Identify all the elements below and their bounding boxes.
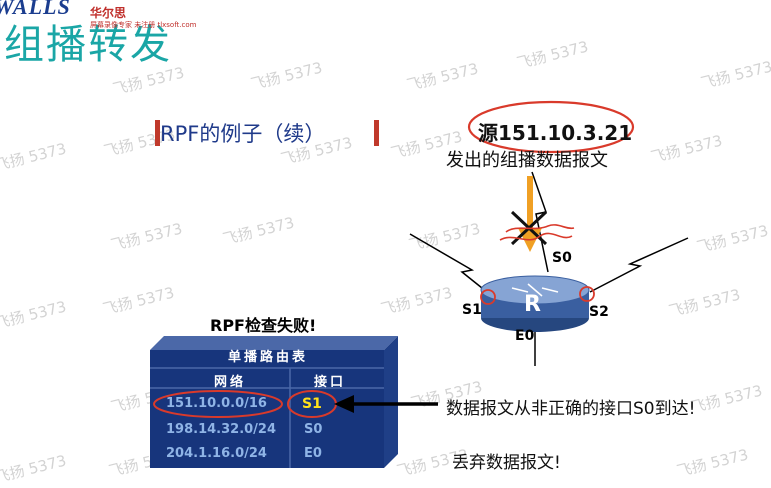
table-cell-interface: S0 bbox=[304, 422, 323, 437]
table-front-face bbox=[150, 350, 384, 468]
table-cell-interface: E0 bbox=[304, 446, 322, 461]
router-name: R bbox=[524, 292, 541, 317]
section-title: RPF的例子（续） bbox=[160, 122, 326, 146]
s2-highlight bbox=[579, 286, 595, 302]
link-s0 bbox=[531, 171, 549, 273]
red-scribble bbox=[499, 232, 573, 241]
table-cell-interface: S1 bbox=[302, 396, 322, 412]
table-header-interface: 接口 bbox=[313, 375, 346, 390]
table-side-face bbox=[384, 336, 398, 468]
title-bar-left bbox=[155, 120, 160, 146]
table-cell-network: 151.10.0.0/16 bbox=[166, 396, 267, 411]
table-header-network: 网络 bbox=[213, 375, 246, 390]
page-title: 组播转发 bbox=[4, 22, 172, 68]
pointer-arrowhead bbox=[334, 395, 354, 413]
discard-annotation: 丢弃数据报文! bbox=[452, 453, 561, 473]
table-cell-network: 204.1.16.0/24 bbox=[166, 446, 267, 461]
interface-s0-label: S0 bbox=[552, 250, 572, 266]
source-highlight-ellipse bbox=[467, 100, 635, 154]
source-address: 源151.10.3.21 bbox=[478, 121, 633, 145]
network-highlight-ellipse bbox=[153, 390, 283, 418]
arrival-annotation: 数据报文从非正确的接口S0到达! bbox=[446, 399, 696, 419]
source-description: 发出的组播数据报文 bbox=[446, 150, 608, 171]
table-cell-network: 198.14.32.0/24 bbox=[166, 422, 277, 437]
title-bar-right bbox=[374, 120, 379, 146]
red-scribble bbox=[505, 224, 575, 233]
link-s2 bbox=[589, 237, 689, 293]
logo-cn: 华尔思 bbox=[90, 6, 127, 20]
link-s1 bbox=[409, 233, 493, 297]
interface-s2-label: S2 bbox=[589, 304, 609, 320]
diagram-graphics bbox=[150, 100, 689, 468]
s1-highlight bbox=[480, 289, 496, 305]
table-top-face bbox=[150, 336, 398, 350]
interface-e0-label: E0 bbox=[515, 328, 535, 344]
rpf-fail-text: RPF检查失败! bbox=[210, 316, 317, 335]
logo-subtitle: 屏幕录像专家 未注册 tlxsoft.com bbox=[90, 21, 197, 29]
router-arrows-icon bbox=[511, 283, 559, 297]
table-title: 单播路由表 bbox=[227, 350, 308, 365]
logo: WALLS bbox=[0, 0, 71, 19]
interface-s1-label: S1 bbox=[462, 302, 482, 318]
